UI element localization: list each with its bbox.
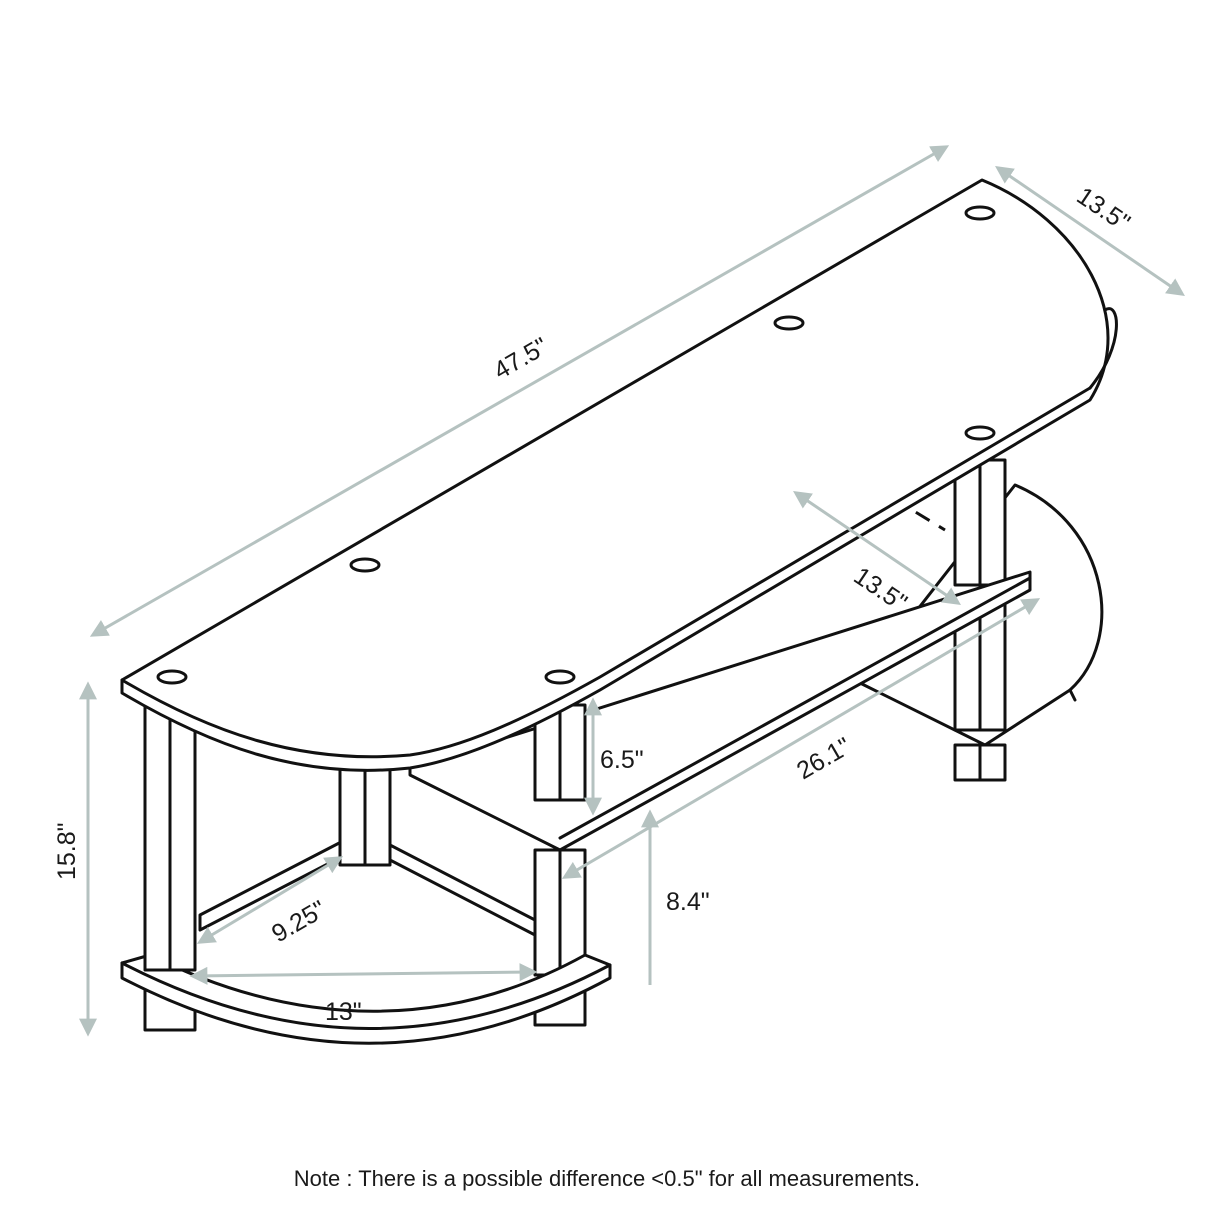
dim-label-middle-length: 26.1" (792, 732, 856, 785)
dim-label-middle-depth: 13.5" (849, 562, 912, 617)
dim-label-overall-height: 15.8" (53, 822, 81, 880)
dimension-lines (79, 145, 1185, 1037)
measurement-note: Note : There is a possible difference <0… (293, 1166, 921, 1191)
dim-label-upper-clearance: 6.5" (600, 746, 644, 774)
dim-label-lower-clearance: 8.4" (666, 888, 710, 916)
dim-label-end-width: 13" (325, 998, 362, 1026)
dim-label-end-depth: 9.25" (267, 895, 331, 948)
left-lower-shelf (120, 698, 612, 1045)
dim-label-top-depth: 13.5" (1072, 182, 1135, 237)
